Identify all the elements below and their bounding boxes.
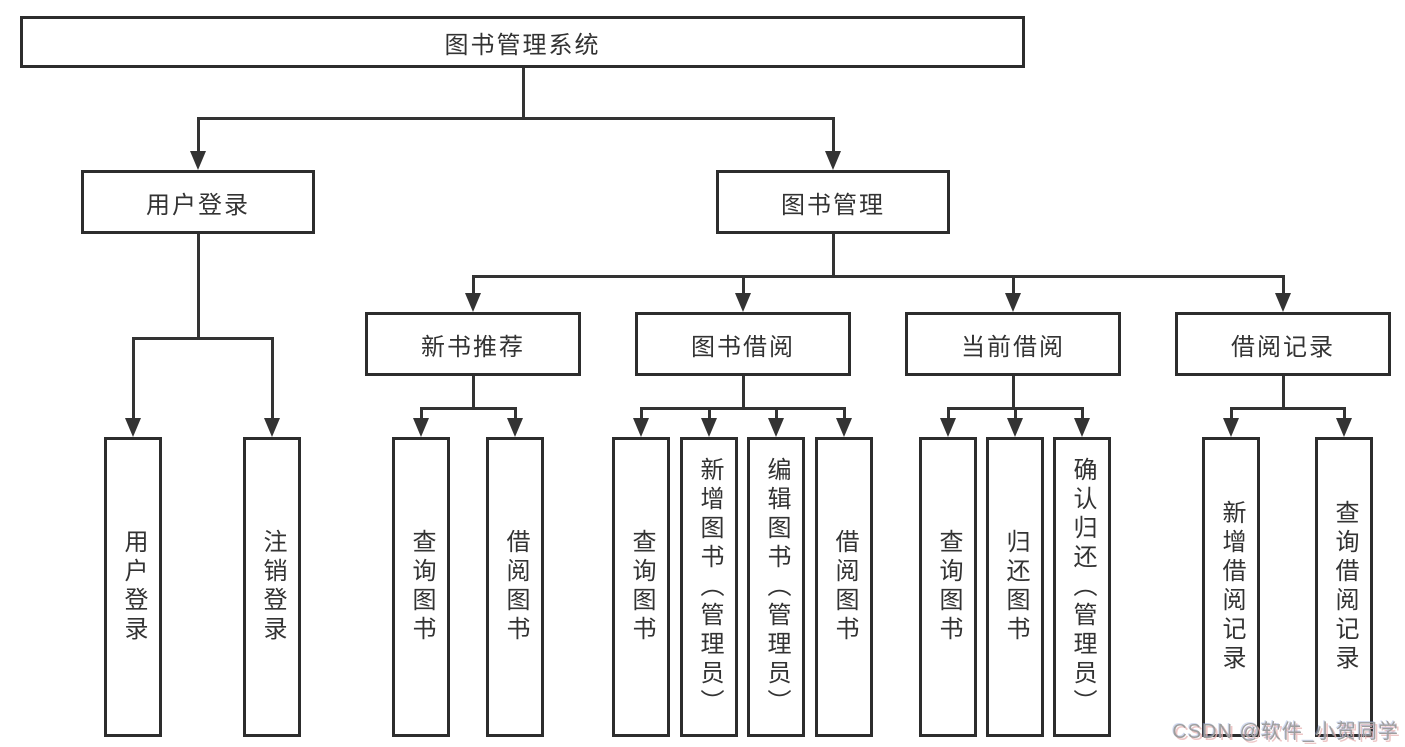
leaf-add-borrow-record: 新增借阅记录	[1202, 437, 1260, 737]
arrowhead-down-icon	[1223, 418, 1239, 437]
arrowhead-down-icon	[1005, 293, 1021, 312]
leaf-query-books-current-label: 查询图书	[935, 529, 962, 645]
connector-borrowrecord-drop	[1229, 407, 1233, 420]
connector-bookmgmt-bar	[471, 275, 1285, 278]
arrowhead-down-icon	[825, 151, 841, 170]
leaf-return-books: 归还图书	[986, 437, 1044, 737]
connector-bookborrow-bar	[639, 407, 846, 410]
connector-userlogin-drop	[270, 337, 274, 420]
arrowhead-down-icon	[1074, 418, 1090, 437]
node-book-management-label: 图书管理	[781, 191, 885, 219]
leaf-edit-books-admin: 编辑图书（管理员）	[747, 437, 805, 737]
leaf-add-books-admin-label: 新增图书（管理员）	[696, 456, 723, 718]
connector-root-drop-right	[831, 117, 835, 153]
node-book-borrow: 图书借阅	[635, 312, 851, 376]
arrowhead-down-icon	[264, 418, 280, 437]
arrowhead-down-icon	[465, 293, 481, 312]
arrowhead-down-icon	[1007, 418, 1023, 437]
connector-bookmgmt-drop	[1281, 275, 1285, 295]
connector-userlogin-stem	[196, 234, 200, 340]
leaf-query-books-current: 查询图书	[919, 437, 977, 737]
leaf-user-login-label: 用户登录	[120, 529, 147, 645]
connector-bookborrow-drop	[707, 407, 711, 420]
connector-newbook-drop	[419, 407, 423, 420]
arrowhead-down-icon	[125, 418, 141, 437]
csdn-watermark: CSDN @软件_小贺同学	[1172, 721, 1399, 743]
node-borrow-record-label: 借阅记录	[1231, 333, 1335, 361]
leaf-borrow-books-label: 借阅图书	[831, 529, 858, 645]
connector-currentborrow-drop	[1080, 407, 1084, 420]
leaf-edit-books-admin-label: 编辑图书（管理员）	[763, 456, 790, 718]
connector-bookborrow-stem	[741, 376, 745, 410]
leaf-logout: 注销登录	[243, 437, 301, 737]
connector-bookmgmt-drop	[1011, 275, 1015, 295]
node-root-label: 图书管理系统	[444, 31, 601, 59]
leaf-query-books-newbook-label: 查询图书	[408, 529, 435, 645]
connector-currentborrow-drop	[946, 407, 950, 420]
connector-borrowrecord-bar	[1229, 407, 1346, 410]
arrowhead-down-icon	[1336, 418, 1352, 437]
arrowhead-down-icon	[190, 151, 206, 170]
arrowhead-down-icon	[768, 418, 784, 437]
connector-bookmgmt-stem	[831, 234, 835, 278]
leaf-add-borrow-record-label: 新增借阅记录	[1218, 500, 1245, 674]
leaf-add-books-admin: 新增图书（管理员）	[680, 437, 738, 737]
node-book-management: 图书管理	[716, 170, 950, 234]
arrowhead-down-icon	[701, 418, 717, 437]
leaf-confirm-return-admin-label: 确认归还（管理员）	[1069, 456, 1096, 718]
connector-newbook-bar	[419, 407, 517, 410]
connector-borrowrecord-drop	[1342, 407, 1346, 420]
connector-root-drop-left	[196, 117, 200, 153]
connector-bookborrow-drop	[774, 407, 778, 420]
leaf-query-borrow-record: 查询借阅记录	[1315, 437, 1373, 737]
connector-currentborrow-drop	[1013, 407, 1017, 420]
node-user-login: 用户登录	[81, 170, 315, 234]
arrowhead-down-icon	[836, 418, 852, 437]
arrowhead-down-icon	[940, 418, 956, 437]
leaf-query-books-newbook: 查询图书	[392, 437, 450, 737]
arrowhead-down-icon	[633, 418, 649, 437]
connector-bookmgmt-drop	[741, 275, 745, 295]
leaf-query-books-borrow-label: 查询图书	[628, 529, 655, 645]
arrowhead-down-icon	[413, 418, 429, 437]
leaf-borrow-books-newbook: 借阅图书	[486, 437, 544, 737]
connector-currentborrow-stem	[1011, 376, 1015, 410]
leaf-user-login: 用户登录	[104, 437, 162, 737]
node-user-login-label: 用户登录	[146, 191, 250, 219]
connector-userlogin-bar	[131, 337, 274, 340]
connector-bookmgmt-drop	[471, 275, 475, 295]
leaf-query-books-borrow: 查询图书	[612, 437, 670, 737]
arrowhead-down-icon	[1275, 293, 1291, 312]
connector-root-bar	[196, 117, 835, 120]
node-current-borrow-label: 当前借阅	[961, 333, 1065, 361]
node-borrow-record: 借阅记录	[1175, 312, 1391, 376]
leaf-logout-label: 注销登录	[259, 529, 286, 645]
node-root: 图书管理系统	[20, 16, 1025, 68]
node-new-book-recommend-label: 新书推荐	[421, 333, 525, 361]
connector-userlogin-drop	[131, 337, 135, 420]
leaf-confirm-return-admin: 确认归还（管理员）	[1053, 437, 1111, 737]
leaf-query-borrow-record-label: 查询借阅记录	[1331, 500, 1358, 674]
leaf-borrow-books: 借阅图书	[815, 437, 873, 737]
arrowhead-down-icon	[735, 293, 751, 312]
connector-newbook-drop	[513, 407, 517, 420]
connector-bookborrow-drop	[842, 407, 846, 420]
connector-borrowrecord-stem	[1281, 376, 1285, 410]
arrowhead-down-icon	[507, 418, 523, 437]
node-new-book-recommend: 新书推荐	[365, 312, 581, 376]
connector-root-stem	[521, 68, 525, 117]
connector-bookborrow-drop	[639, 407, 643, 420]
leaf-return-books-label: 归还图书	[1002, 529, 1029, 645]
node-book-borrow-label: 图书借阅	[691, 333, 795, 361]
leaf-borrow-books-newbook-label: 借阅图书	[502, 529, 529, 645]
node-current-borrow: 当前借阅	[905, 312, 1121, 376]
connector-newbook-stem	[471, 376, 475, 410]
